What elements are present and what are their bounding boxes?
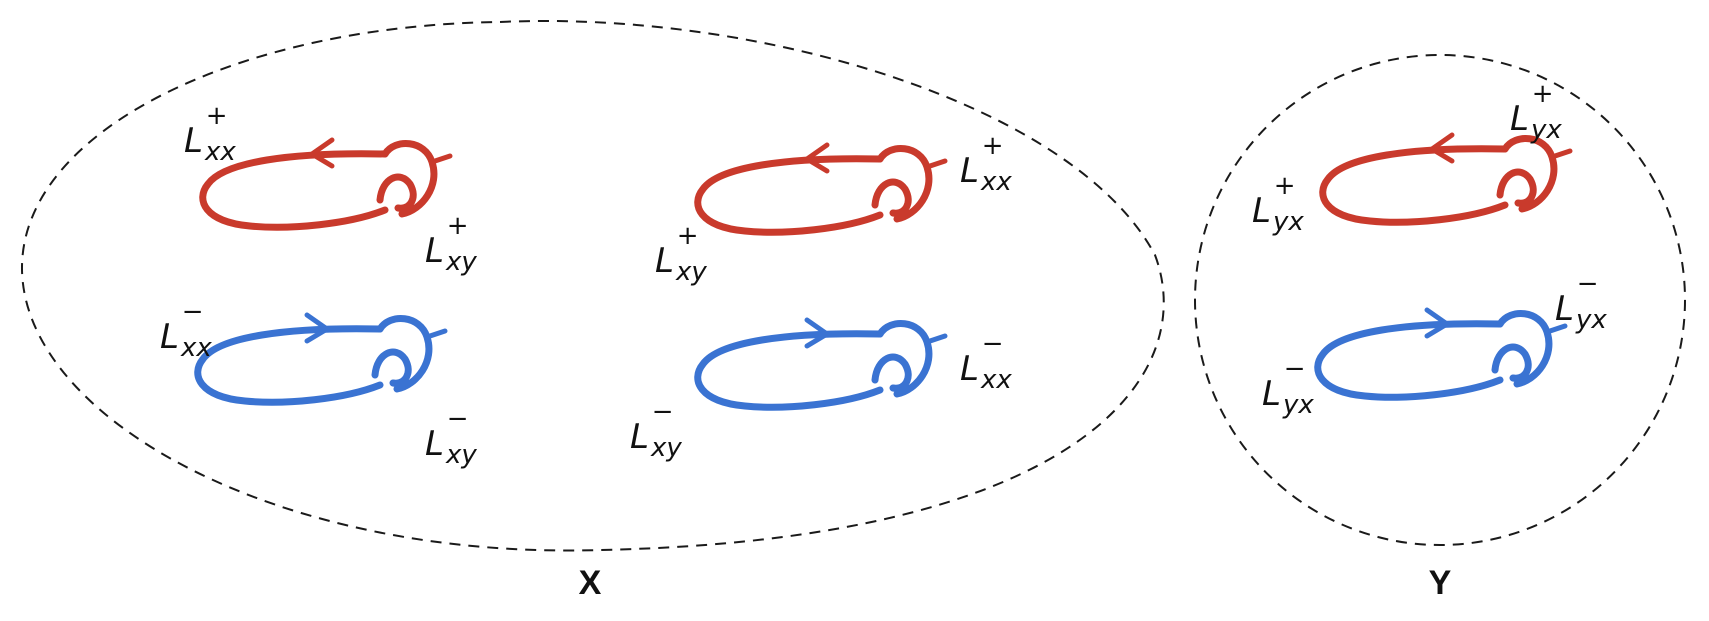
link-curl [871, 145, 933, 223]
link-y-neg [1314, 307, 1568, 401]
labels-layer: Lxx+ Lxy+ Lxx+ Lxy+ Lxx− Lxy− Lxx− Lxy− … [160, 79, 1607, 470]
link-curl [371, 315, 433, 393]
link-tail [924, 158, 948, 170]
link-x-pos-1 [199, 137, 453, 231]
label-y-neg-a: Lyx− [1555, 269, 1607, 335]
link-tail [429, 153, 453, 165]
label-x-pos-1-a: Lxx+ [184, 101, 236, 167]
arrow-left-icon [1429, 132, 1455, 164]
link-tail [1544, 323, 1568, 335]
region-y [1194, 54, 1686, 546]
link-tail [1549, 148, 1573, 160]
label-x-neg-2-a: Lxx− [960, 329, 1012, 395]
link-curl [1491, 310, 1553, 388]
link-x-neg-1 [194, 312, 448, 406]
arrow-left-icon [309, 137, 335, 169]
arrow-right-icon [804, 317, 830, 349]
link-curl [871, 320, 933, 398]
region-x [20, 20, 1165, 552]
label-y-pos-a: Lyx+ [1510, 79, 1562, 145]
label-y-neg-b: Lyx− [1262, 354, 1314, 420]
link-loop [1319, 145, 1509, 226]
link-loop [1314, 320, 1504, 401]
label-x-pos-2-b: Lxy+ [655, 221, 707, 287]
set-label-y: Y [1429, 564, 1452, 602]
label-x-neg-1-b: Lxy− [425, 404, 477, 470]
link-loop [694, 330, 884, 411]
arrow-left-icon [804, 142, 830, 174]
link-loop [199, 150, 389, 231]
link-curl [1496, 135, 1558, 213]
label-y-pos-b: Lyx+ [1252, 171, 1304, 237]
links-layer [194, 132, 1573, 411]
set-label-x: X [579, 564, 602, 602]
link-x-neg-2 [694, 317, 948, 411]
link-loop [694, 155, 884, 236]
link-tail [424, 328, 448, 340]
link-x-pos-2 [694, 142, 948, 236]
link-tail [924, 333, 948, 345]
arrow-right-icon [1424, 307, 1450, 339]
label-x-pos-1-b: Lxy+ [425, 211, 477, 277]
link-curl [376, 140, 438, 218]
label-x-pos-2-a: Lxx+ [960, 131, 1012, 197]
label-x-neg-1-a: Lxx− [160, 297, 212, 363]
link-y-pos [1319, 132, 1573, 226]
arrow-right-icon [304, 312, 330, 344]
label-x-neg-2-b: Lxy− [630, 397, 682, 463]
link-loop [194, 325, 384, 406]
